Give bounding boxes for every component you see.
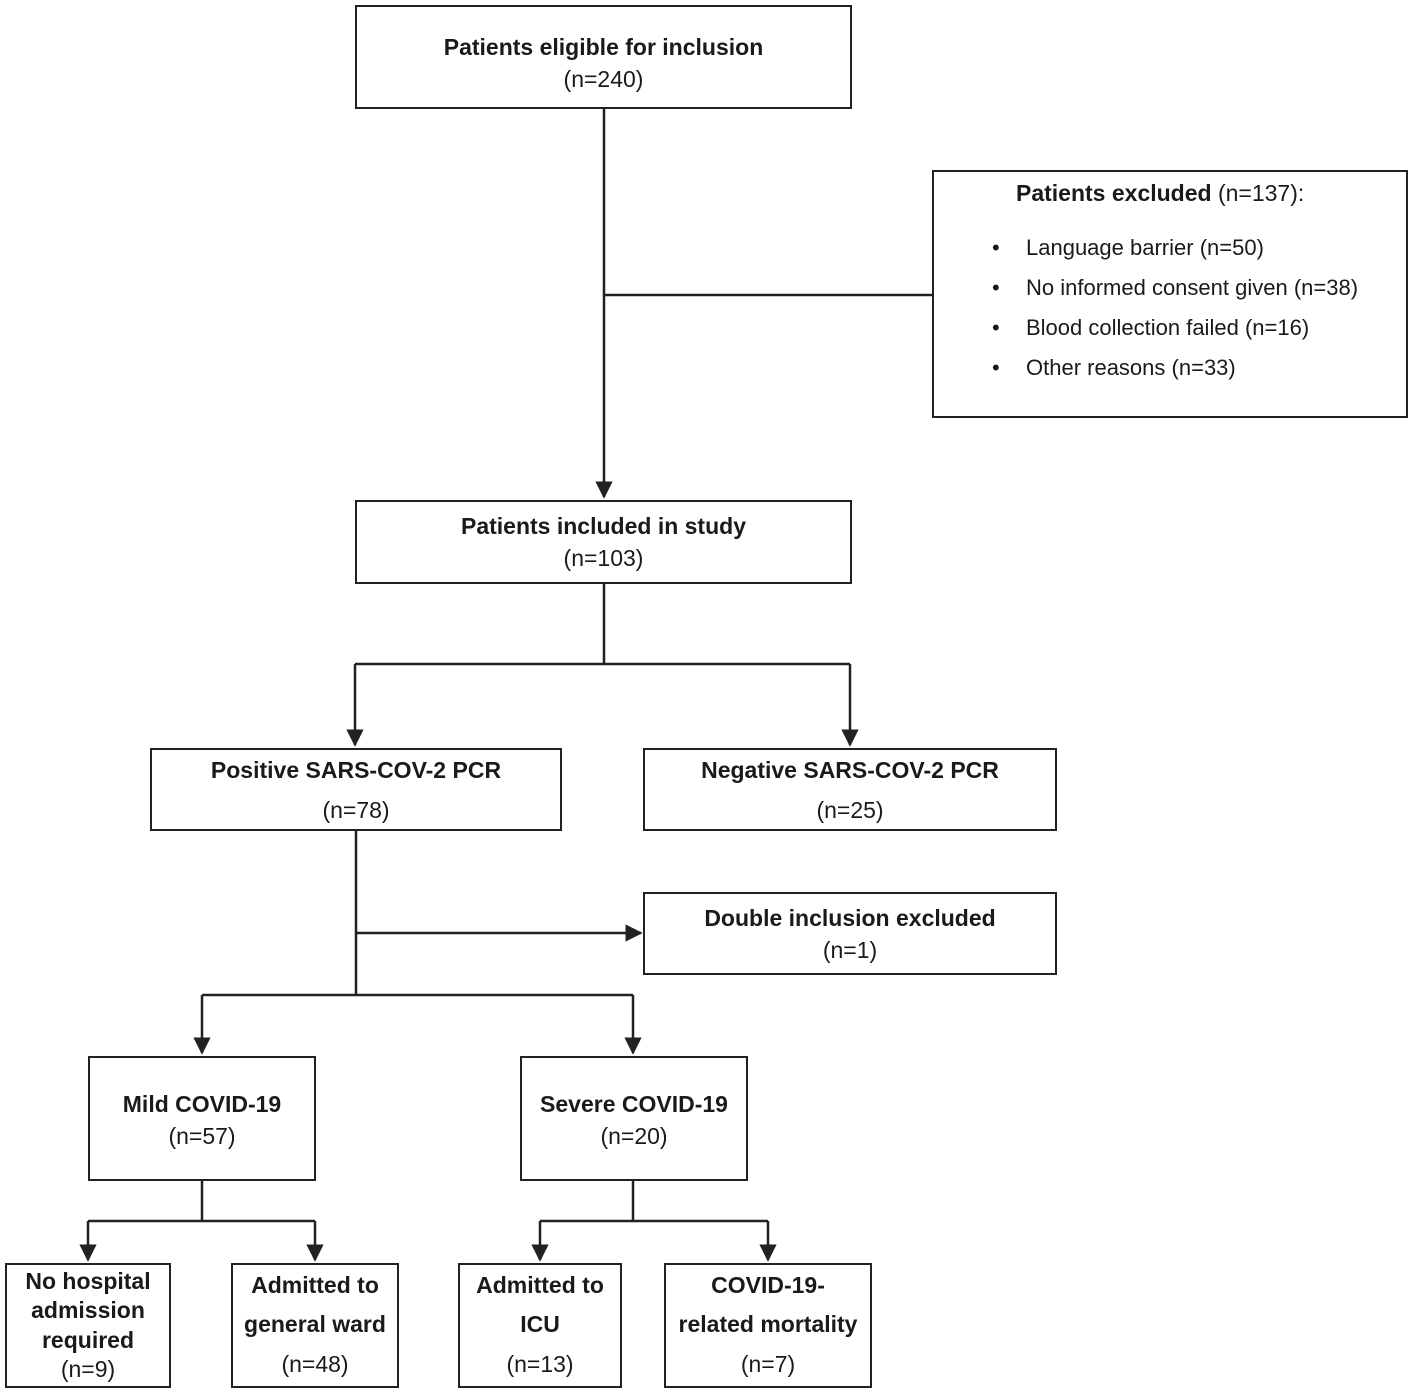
- general-ward-box: Admitted to general ward (n=48): [231, 1263, 399, 1388]
- excluded-heading: Patients excluded (n=137):: [1016, 179, 1304, 207]
- double-inclusion-box: Double inclusion excluded (n=1): [643, 892, 1057, 975]
- list-item: • Other reasons (n=33): [992, 354, 1358, 394]
- excluded-count: (n=137):: [1217, 180, 1305, 206]
- icu-line: ICU: [520, 1311, 560, 1337]
- reason-count: (n=50): [1199, 235, 1264, 260]
- mild-box: Mild COVID-19 (n=57): [88, 1056, 316, 1181]
- mortality-line: related mortality: [678, 1311, 858, 1337]
- eligible-box: Patients eligible for inclusion (n=240): [355, 5, 852, 109]
- reason-count: (n=38): [1293, 275, 1359, 300]
- no-admission-line: required: [41, 1327, 135, 1353]
- list-item: • No informed consent given (n=38): [992, 274, 1358, 314]
- double-inclusion-count: (n=1): [822, 937, 878, 963]
- eligible-count: (n=240): [563, 66, 644, 92]
- no-admission-line: admission: [31, 1297, 145, 1323]
- included-count: (n=103): [563, 545, 644, 571]
- reason-label: Blood collection failed: [1026, 315, 1239, 340]
- no-admission-line: No hospital: [25, 1268, 151, 1294]
- reason-label: Language barrier: [1026, 235, 1194, 260]
- double-inclusion-title: Double inclusion excluded: [704, 905, 996, 931]
- mild-title: Mild COVID-19: [122, 1091, 282, 1117]
- icu-line: Admitted to: [476, 1272, 604, 1298]
- excluded-title: Patients excluded: [1016, 180, 1212, 206]
- reason-label: No informed consent given: [1026, 275, 1288, 300]
- severe-box: Severe COVID-19 (n=20): [520, 1056, 748, 1181]
- mortality-count: (n=7): [740, 1351, 796, 1377]
- positive-box: Positive SARS-COV-2 PCR (n=78): [150, 748, 562, 831]
- no-admission-box: No hospital admission required (n=9): [5, 1263, 171, 1388]
- excluded-box: Patients excluded (n=137): • Language bar…: [932, 170, 1408, 418]
- bullet-icon: •: [992, 315, 1000, 340]
- reason-label: Other reasons: [1026, 355, 1166, 380]
- icu-count: (n=13): [506, 1351, 574, 1377]
- negative-count: (n=25): [816, 797, 884, 823]
- included-box: Patients included in study (n=103): [355, 500, 852, 584]
- mortality-box: COVID-19- related mortality (n=7): [664, 1263, 872, 1388]
- eligible-title: Patients eligible for inclusion: [443, 34, 764, 60]
- general-ward-line: Admitted to: [251, 1272, 379, 1298]
- mild-count: (n=57): [168, 1123, 236, 1149]
- negative-box: Negative SARS-COV-2 PCR (n=25): [643, 748, 1057, 831]
- positive-count: (n=78): [322, 797, 390, 823]
- no-admission-count: (n=9): [60, 1356, 116, 1382]
- positive-title: Positive SARS-COV-2 PCR: [210, 757, 502, 783]
- reason-count: (n=33): [1171, 355, 1236, 380]
- severe-title: Severe COVID-19: [540, 1091, 728, 1117]
- general-ward-line: general ward: [244, 1311, 386, 1337]
- excluded-reasons-list: • Language barrier (n=50) • No informed co…: [992, 234, 1358, 394]
- bullet-icon: •: [992, 275, 1000, 300]
- mortality-line: COVID-19-: [711, 1272, 825, 1298]
- negative-title: Negative SARS-COV-2 PCR: [701, 757, 999, 783]
- bullet-icon: •: [992, 355, 1000, 380]
- icu-box: Admitted to ICU (n=13): [458, 1263, 622, 1388]
- severe-count: (n=20): [600, 1123, 668, 1149]
- reason-count: (n=16): [1244, 315, 1310, 340]
- bullet-icon: •: [992, 235, 1000, 260]
- general-ward-count: (n=48): [281, 1351, 349, 1377]
- list-item: • Blood collection failed (n=16): [992, 314, 1358, 354]
- list-item: • Language barrier (n=50): [992, 234, 1358, 274]
- included-title: Patients included in study: [461, 513, 746, 539]
